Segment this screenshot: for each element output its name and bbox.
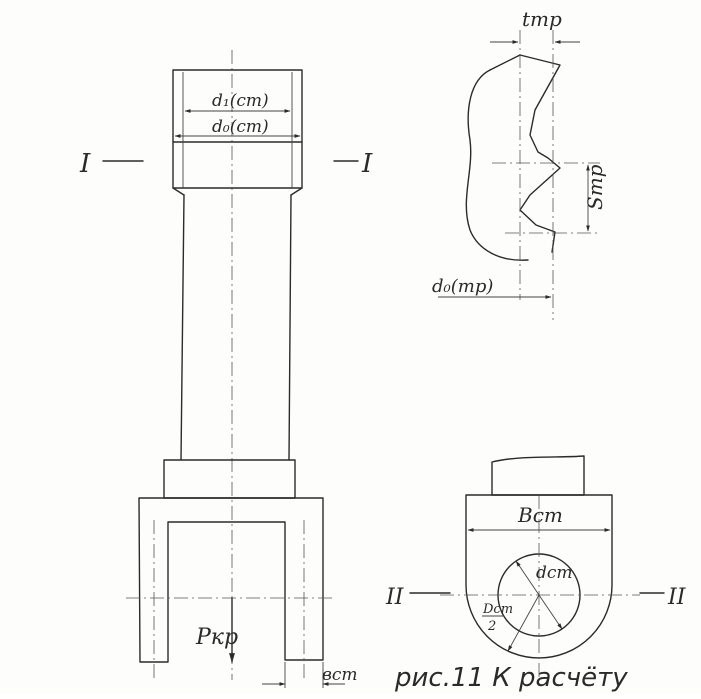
figure-caption: рис.11 К расчёту bbox=[394, 663, 628, 693]
d1-label: d₁(ст) bbox=[212, 91, 269, 111]
p-kr-label: Pкр bbox=[195, 625, 238, 650]
shaft-left bbox=[180, 194, 185, 461]
b-st-bottom-label: вст bbox=[322, 665, 358, 685]
section-1-right-label: I bbox=[361, 149, 373, 179]
thread-profile bbox=[438, 30, 600, 320]
d-st-label: dст bbox=[536, 563, 573, 583]
stem-fork bbox=[138, 497, 324, 663]
section-1-left-label: I bbox=[79, 149, 91, 179]
stem-part bbox=[102, 50, 359, 688]
s-tr-label: Sтр bbox=[583, 164, 607, 210]
thread-teeth bbox=[519, 54, 561, 253]
stem-collar bbox=[163, 459, 296, 499]
d0-label: d₀(ст) bbox=[212, 117, 269, 137]
t-tr-label: tтр bbox=[522, 7, 562, 31]
d-st-half-numerator: Dст bbox=[482, 602, 513, 617]
section-body bbox=[465, 494, 613, 659]
b-st-top-label: Вст bbox=[517, 503, 563, 527]
stem-head bbox=[172, 69, 303, 189]
section-2-view bbox=[409, 455, 665, 680]
thread-break-line bbox=[465, 69, 529, 261]
section-top-stub bbox=[491, 455, 585, 496]
section-2-left-label: II bbox=[385, 585, 405, 610]
section-2-right-label: II bbox=[667, 585, 687, 610]
d0-tr-label: d₀(тр) bbox=[432, 276, 493, 297]
shaft-right bbox=[288, 194, 292, 461]
d-st-half-denominator: 2 bbox=[487, 619, 496, 634]
